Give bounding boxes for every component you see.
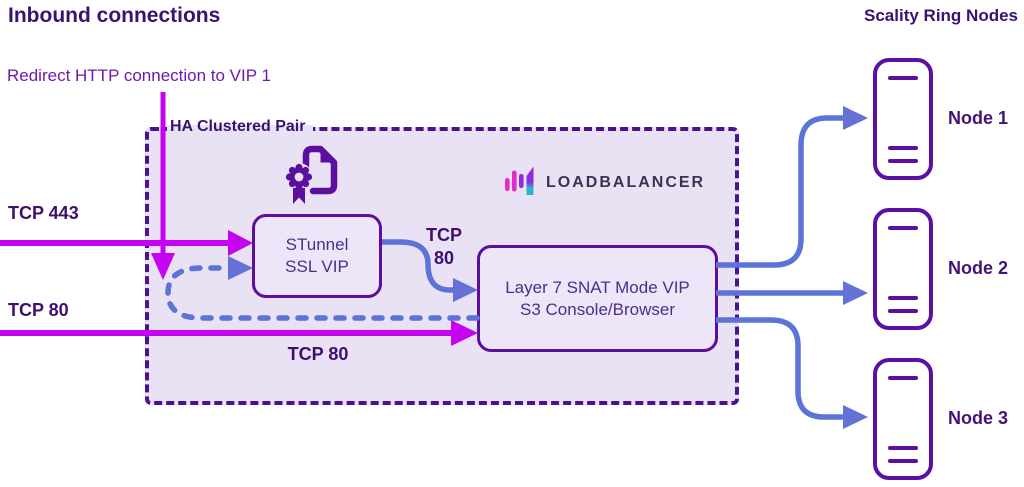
bar-chart-icon: [505, 166, 534, 195]
node-2-server-icon: [873, 208, 933, 330]
node-3-label: Node 3: [948, 408, 1009, 428]
node-2-label: Node 2: [948, 258, 1009, 278]
node-1-server-icon: [873, 58, 933, 180]
tcp-80-label-line1: TCP: [426, 225, 462, 245]
layer7-to-node2-head: [843, 281, 868, 305]
scality-ring-nodes-title: Scality Ring Nodes: [864, 6, 1018, 25]
server-slot-line: [888, 76, 918, 80]
tcp-80-stunnel-to-layer7-label: TCP 80: [414, 224, 474, 270]
layer7-to-node1-head: [843, 106, 868, 130]
certificate-icon: [285, 145, 338, 204]
server-slot-line: [888, 146, 918, 150]
server-slot-line: [888, 459, 918, 463]
rosette-seal: [285, 163, 313, 204]
server-slot-line: [888, 226, 918, 230]
tcp-80-bottom-label: TCP 80: [287, 344, 349, 364]
loadbalancer-logo: LOADBALANCER: [504, 164, 705, 198]
layer7-snat-vip-box: Layer 7 SNAT Mode VIP S3 Console/Browser: [477, 245, 718, 352]
server-slot-line: [888, 159, 918, 163]
stunnel-line1: STunnel: [285, 235, 349, 254]
node-3-server-icon: [873, 358, 933, 480]
server-slot-line: [888, 446, 918, 450]
tcp-80-label-line2: 80: [433, 248, 455, 268]
stunnel-ssl-vip-box: STunnel SSL VIP: [252, 214, 382, 298]
layer7-line1: Layer 7 SNAT Mode VIP: [505, 277, 690, 297]
node-1-label: Node 1: [948, 108, 1009, 128]
server-slot-line: [888, 296, 918, 300]
tcp-443-label: TCP 443: [8, 203, 79, 223]
layer7-line2: S3 Console/Browser: [520, 299, 675, 319]
server-slot-line: [888, 376, 918, 380]
layer7-to-node3-head: [843, 405, 868, 429]
tcp-80-left-label: TCP 80: [8, 300, 69, 320]
ha-clustered-pair-label: HA Clustered Pair: [167, 116, 314, 138]
page-title: Inbound connections: [8, 4, 221, 27]
redirect-annotation: Redirect HTTP connection to VIP 1: [7, 66, 271, 85]
stunnel-line2: SSL VIP: [285, 257, 349, 276]
server-slot-line: [888, 309, 918, 313]
loadbalancer-wordmark: LOADBALANCER: [546, 173, 706, 191]
